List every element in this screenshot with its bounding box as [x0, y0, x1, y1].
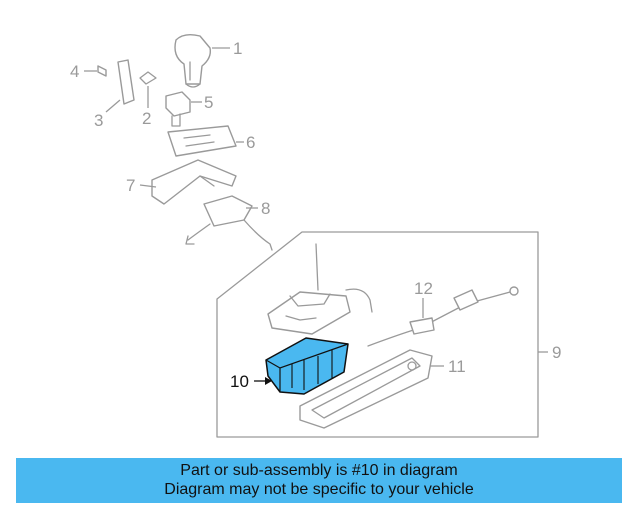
callout-11[interactable]: 11 [448, 357, 466, 376]
leader-3 [105, 99, 121, 113]
part-2-spring [139, 71, 157, 85]
callout-9[interactable]: 9 [552, 343, 561, 362]
part-1-shift-knob [174, 33, 212, 88]
callout-5[interactable]: 5 [204, 93, 213, 112]
part-6-indicator [167, 125, 237, 157]
callout-7[interactable]: 7 [126, 176, 135, 195]
callout-2[interactable]: 2 [142, 109, 151, 128]
info-banner: Part or sub-assembly is #10 in diagram D… [16, 458, 622, 503]
part-10-housing [265, 337, 349, 395]
leader-7 [139, 184, 157, 188]
callout-1[interactable]: 1 [233, 39, 242, 58]
callout-4[interactable]: 4 [70, 62, 79, 81]
part-5-insert [165, 91, 191, 127]
part-3-trim [117, 59, 135, 105]
part-8-bracket [185, 195, 273, 251]
callout-10[interactable]: 10 [230, 372, 249, 391]
part-7-bezel [151, 159, 237, 205]
callout-3[interactable]: 3 [94, 111, 103, 130]
shifter-assembly [267, 243, 373, 335]
callout-6[interactable]: 6 [246, 133, 255, 152]
part-12-cable [367, 286, 519, 347]
leader-10-arrow [265, 377, 272, 385]
banner-line-2: Diagram may not be specific to your vehi… [164, 481, 474, 498]
assembly-outline [216, 231, 539, 438]
banner-line-1: Part or sub-assembly is #10 in diagram [180, 462, 458, 479]
part-4-clip [97, 65, 107, 77]
callout-8[interactable]: 8 [261, 199, 270, 218]
callout-12[interactable]: 12 [414, 279, 433, 298]
part-11-plate [299, 349, 433, 429]
